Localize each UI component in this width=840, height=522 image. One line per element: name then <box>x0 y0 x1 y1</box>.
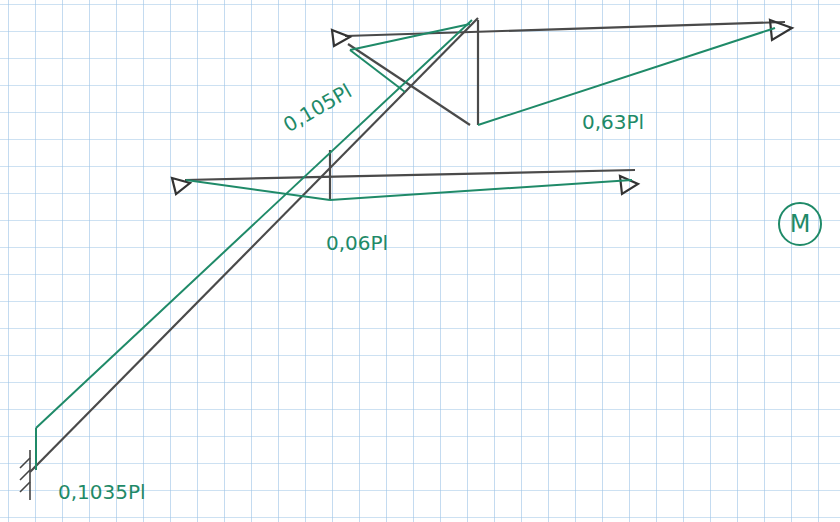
moment-value: 0,06Pl <box>326 233 388 253</box>
pin-support <box>172 20 792 194</box>
moment-value: 0,63Pl <box>582 112 644 132</box>
frame <box>30 18 785 472</box>
fixed-support <box>20 450 30 500</box>
moment-value: 0,1035Pl <box>58 482 146 502</box>
tag-letter: M <box>790 212 811 236</box>
moment-curve <box>36 20 775 470</box>
diagram-tag-circle: M <box>778 202 822 246</box>
